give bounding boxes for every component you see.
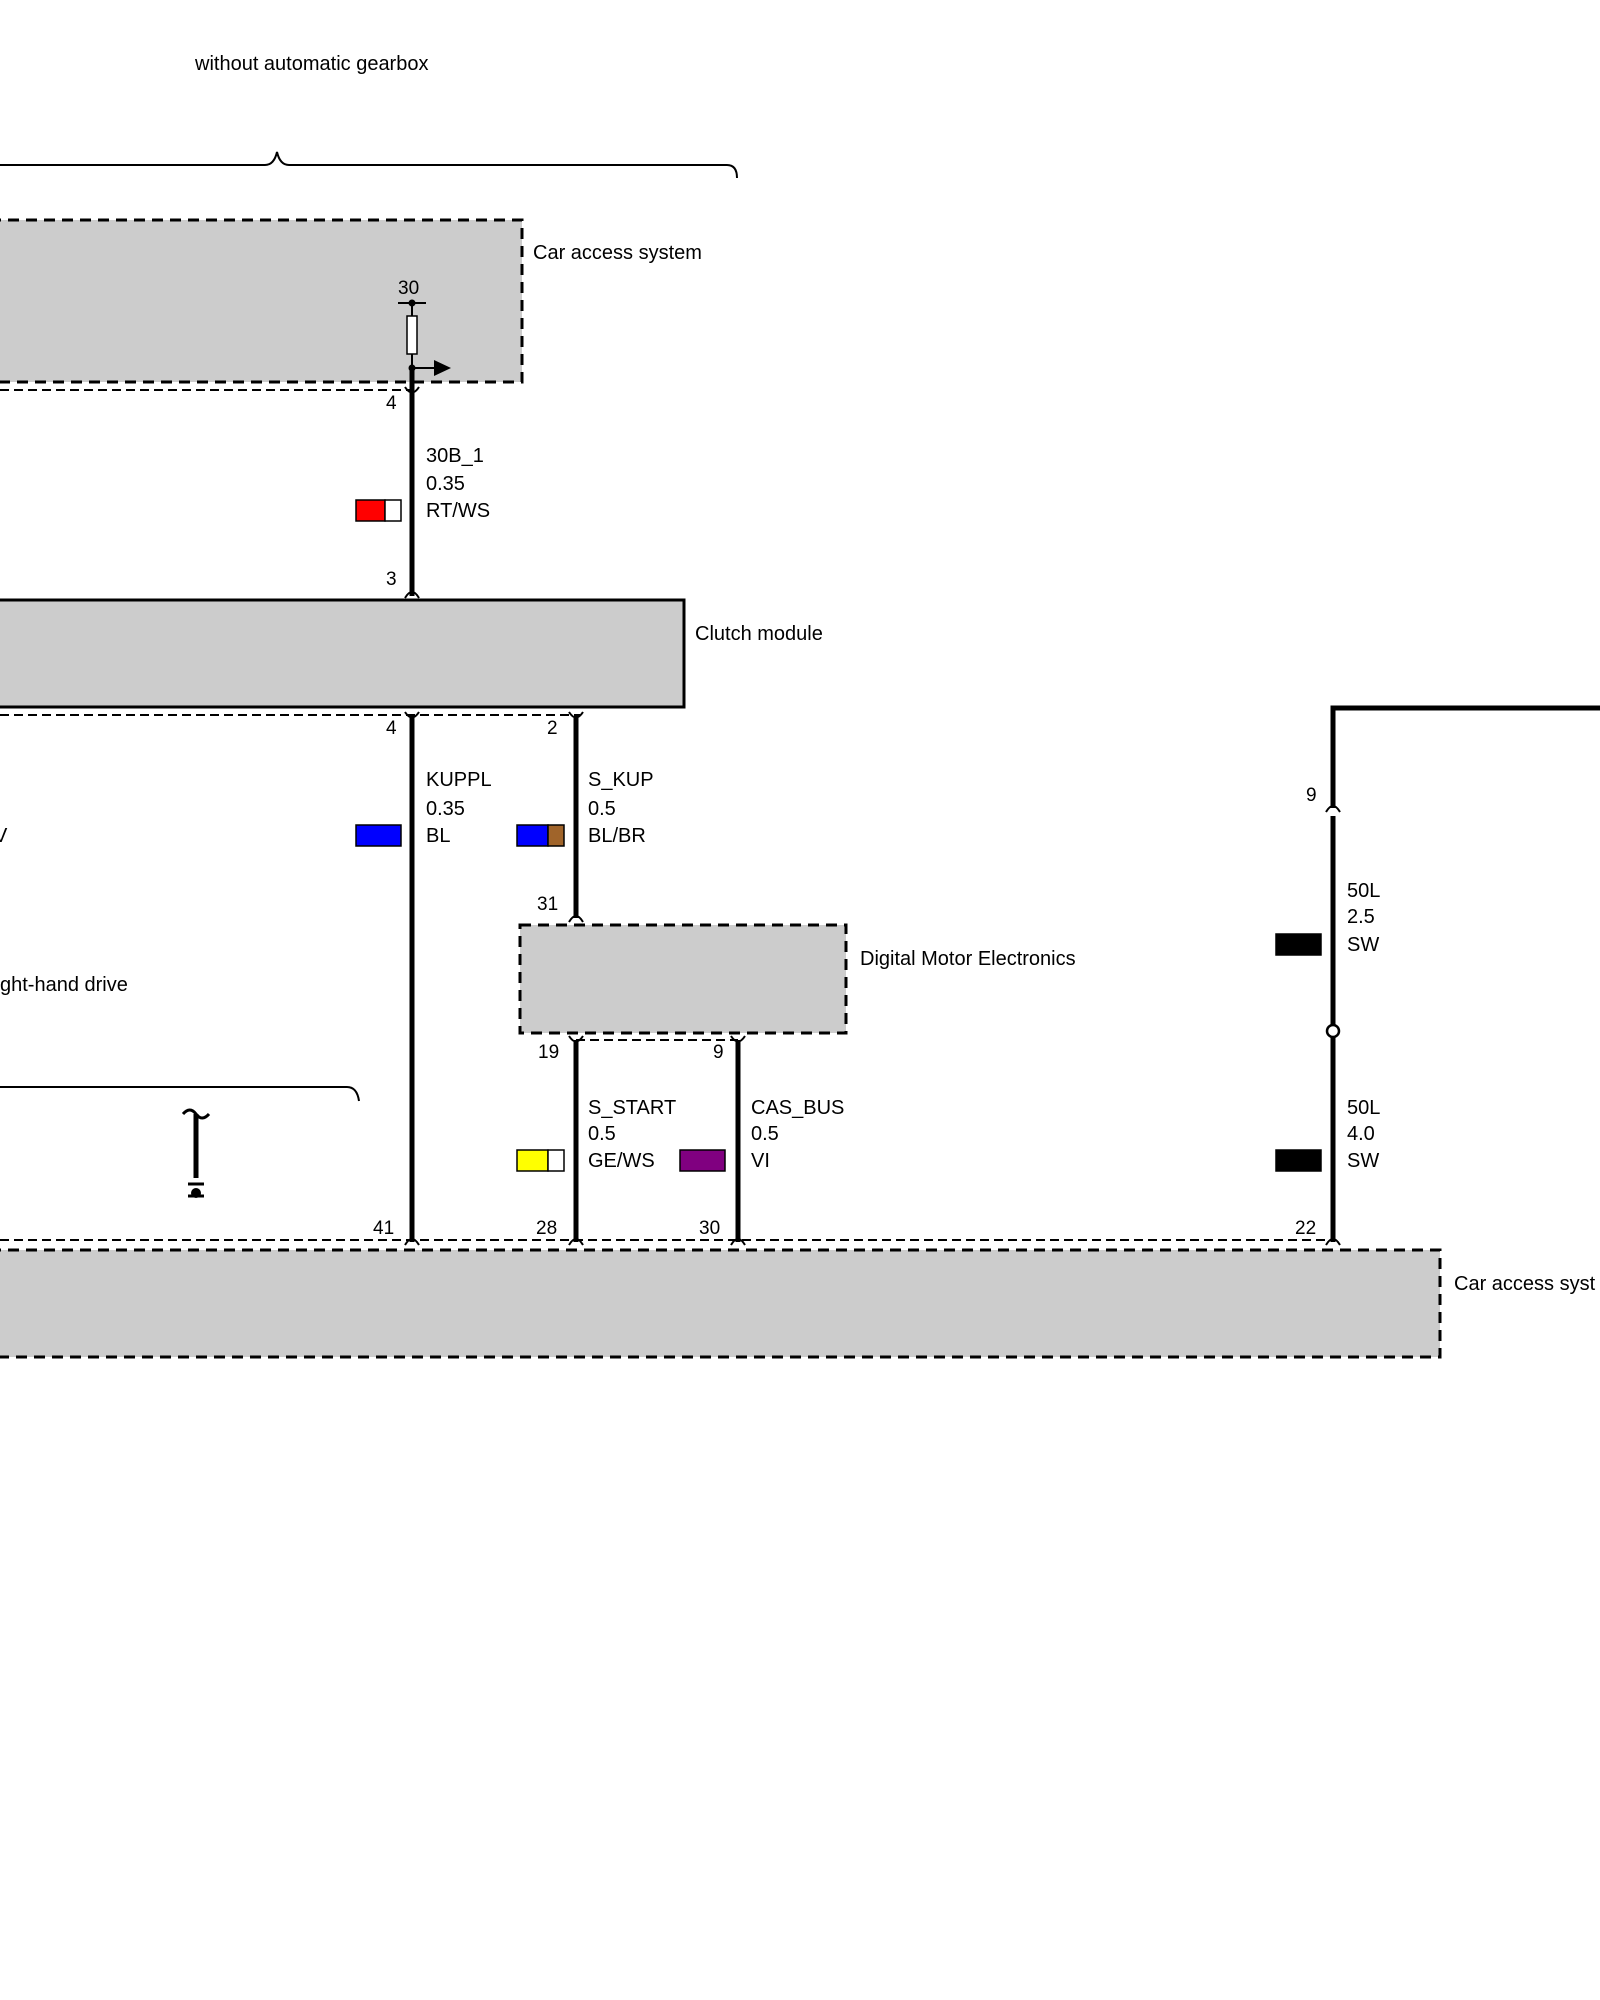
wire-50l-a-name: 50L: [1347, 880, 1380, 902]
pin-clutch-4-connector: [404, 711, 420, 719]
wire-50l-b-color-swatch: [1275, 1149, 1322, 1172]
pin-cas-bottom-22-connector: [1325, 1238, 1341, 1246]
pin-cas-bottom-41: 41: [373, 1218, 394, 1239]
brace-bottom-left: [0, 1086, 360, 1102]
pin-clutch-3-connector: [404, 591, 420, 599]
wire-s-kup-color-swatch: [516, 824, 565, 847]
car-access-system-top-label: Car access system: [533, 242, 702, 264]
wire-50l-a-gauge: 2.5: [1347, 906, 1375, 928]
wire-50l-a-color-swatch: [1275, 933, 1322, 956]
clutch-module-box[interactable]: [0, 598, 686, 709]
wire-s-start-color-swatch: [516, 1149, 565, 1172]
pin-cas-bottom-28: 28: [536, 1218, 557, 1239]
pin-cas-top-4: 4: [386, 393, 397, 414]
pin-dme-9: 9: [713, 1042, 724, 1063]
wire-50l-b-color-code: SW: [1347, 1150, 1379, 1172]
wire-s-kup-gauge: 0.5: [588, 798, 616, 820]
wire-50l-splice: [1325, 1023, 1341, 1039]
dme-box[interactable]: [518, 923, 848, 1035]
wire-50l-upper-feed[interactable]: [1330, 705, 1600, 808]
pin-right-9-connector: [1325, 805, 1341, 813]
pin-cas-bottom-41-connector: [404, 1238, 420, 1246]
wire-s-kup-name: S_KUP: [588, 769, 654, 791]
wire-s-kup-color-code: BL/BR: [588, 825, 646, 847]
pin-cas-bottom-30-connector: [730, 1238, 746, 1246]
car-access-system-bottom-box[interactable]: [0, 1248, 1442, 1359]
switch-resistor: [406, 315, 418, 355]
wire-30b-1-color-code: RT/WS: [426, 500, 490, 522]
pin-dme-19: 19: [538, 1042, 559, 1063]
pin-dme-31-connector: [568, 915, 584, 923]
wire-50l-a-color-code: SW: [1347, 934, 1379, 956]
wire-s-start-gauge: 0.5: [588, 1123, 616, 1145]
wire-kuppl-color-code: BL: [426, 825, 450, 847]
pin-dme-19-connector: [568, 1035, 584, 1043]
clutch-module-label: Clutch module: [695, 623, 823, 645]
wire-30b-1-color-swatch: [355, 499, 402, 522]
wire-cas-bus-color-code: VI: [751, 1150, 770, 1172]
dme-label: Digital Motor Electronics: [860, 948, 1076, 970]
header-without-automatic-gearbox: without automatic gearbox: [194, 53, 428, 75]
pin-clutch-3: 3: [386, 569, 397, 590]
car-access-system-bottom-label: Car access syst: [1454, 1273, 1596, 1295]
wire-kuppl-gauge: 0.35: [426, 798, 465, 820]
pin-cas-top-30: 30: [398, 278, 419, 299]
wire-s-start-name: S_START: [588, 1097, 676, 1119]
wire-30b-1-name: 30B_1: [426, 445, 484, 467]
pin-clutch-2: 2: [547, 718, 558, 739]
pin-cas-bottom-30: 30: [699, 1218, 720, 1239]
wire-30b-1-gauge: 0.35: [426, 473, 465, 495]
pin-right-9: 9: [1306, 785, 1317, 806]
pin-clutch-2-connector: [568, 711, 584, 719]
pin-dme-9-connector: [730, 1035, 746, 1043]
wire-cas-bus-gauge: 0.5: [751, 1123, 779, 1145]
pin-cas-bottom-22: 22: [1295, 1218, 1316, 1239]
wire-s-start-color-code: GE/WS: [588, 1150, 655, 1172]
header-right-hand-drive: ght-hand drive: [0, 974, 128, 996]
pin-clutch-4: 4: [386, 718, 397, 739]
wire-cas-bus-name: CAS_BUS: [751, 1097, 844, 1119]
ground-symbol: [181, 1108, 211, 1198]
wire-kuppl-name: KUPPL: [426, 769, 492, 791]
pin-cas-bottom-28-connector: [568, 1238, 584, 1246]
wire-cas-bus-color-swatch: [679, 1149, 726, 1172]
wire-50l-b-name: 50L: [1347, 1097, 1380, 1119]
pin-cas-top-4-connector: [404, 386, 420, 394]
switch-arrow-head: [434, 360, 451, 376]
wire-kuppl-color-swatch: [355, 824, 402, 847]
wire-50l-b-gauge: 4.0: [1347, 1123, 1375, 1145]
car-access-system-top-box[interactable]: [0, 218, 524, 384]
brace-top: [0, 151, 738, 179]
left-fragment-w: V: [0, 825, 8, 847]
pin-dme-31: 31: [537, 894, 558, 915]
